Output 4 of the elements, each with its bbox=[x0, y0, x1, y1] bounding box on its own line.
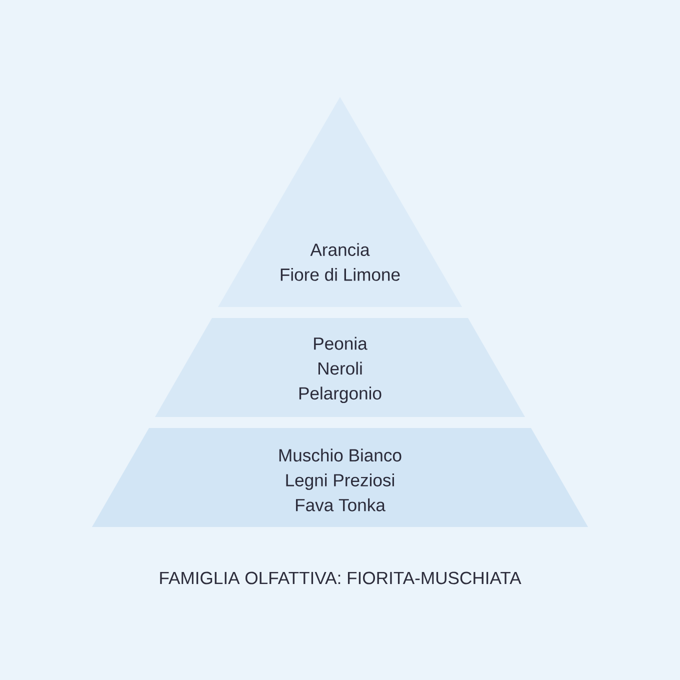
caption: FAMIGLIA OLFATTIVA: FIORITA-MUSCHIATA bbox=[160, 572, 522, 584]
pyramid-tier: Arancia Fiore di Limone bbox=[218, 97, 462, 307]
pyramid-tier: Peonia Neroli Pelargonio bbox=[155, 318, 525, 417]
pyramid-tier: Muschio Bianco Legni Preziosi Fava Tonka bbox=[92, 428, 588, 527]
